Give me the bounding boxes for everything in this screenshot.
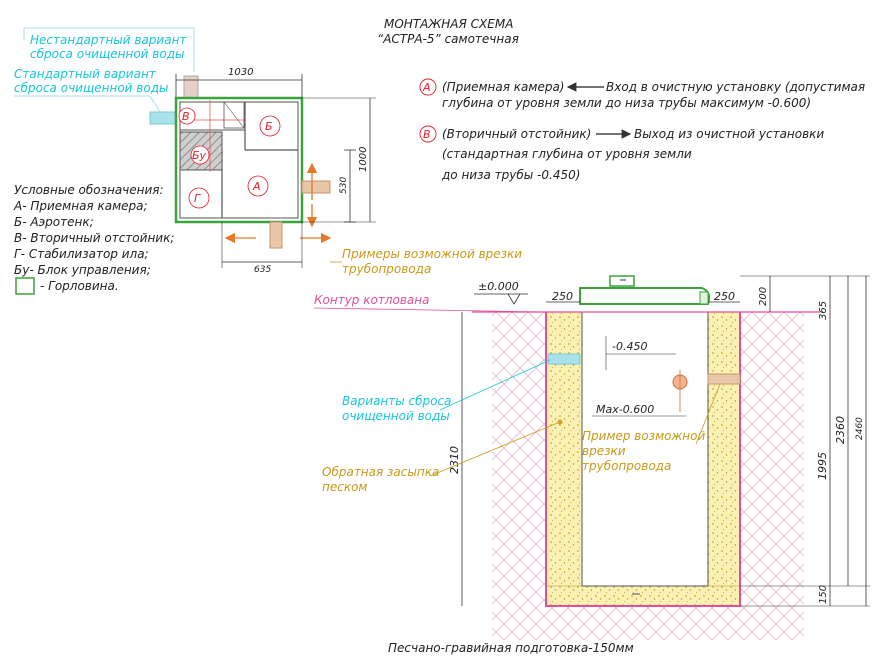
dim-2360: 2360 [834,416,847,444]
dim-2310: 2310 [448,446,461,474]
notes: А (Приемная камера) Вход в очистную уста… [419,78,865,182]
dim-250-right: 250 [714,290,735,303]
discharge-variants-label: Варианты сброса [342,394,451,408]
plan-chamber-a: А [252,180,261,193]
pipe-examples-label: Примеры возможной врезки [342,247,522,261]
section-view: ±0.000 250 250 Контур котлована 200 365 … [313,275,870,655]
legend-item-v: В- Вторичный отстойник; [14,231,174,245]
dim-635: 635 [254,265,271,275]
diagram-subtitle: “АСТРА-5” самотечная [377,32,519,46]
dim-2460: 2460 [855,417,865,440]
backfill-label: Обратная засыпка [322,465,439,479]
note-a-right: Вход в очистную установку (допустимая [606,80,865,94]
outlet-standard-label-2: сброса очищенной воды [14,81,168,95]
outlet-nonstandard-label: Нестандартный вариант [30,33,187,47]
note-v-left: (Вторичный отстойник) [442,127,591,141]
note-a-marker: А [422,81,431,94]
discharge-variants-label-2: очищенной воды [342,409,450,423]
legend-hatch-swatch [15,277,35,295]
legend: Условные обозначения: А- Приемная камера… [13,183,174,295]
legend-item-b: Б- Аэротенк; [14,215,94,229]
pipe-examples-label-2: трубопровода [342,262,431,276]
plan-chamber-g: Г [194,192,201,205]
backfill-label-2: песком [322,480,367,494]
note-a-line2: глубина от уровня земли до низа трубы ма… [442,96,811,110]
dim-1995: 1995 [816,452,829,480]
dim-530: 530 [339,177,349,194]
plan-chamber-v: В [182,110,190,123]
plan-chamber-b: Б [265,120,273,133]
note-v-line2: (стандартная глубина от уровня земли [442,147,692,161]
pipe-example-label-2: врезки [582,444,626,458]
legend-item-hatch: - Горловина. [40,279,119,293]
note-v-marker: В [423,128,431,141]
legend-item-bu: Бу- Блок управления; [14,263,151,277]
dim-200: 200 [758,287,769,306]
dim-width-1030: 1030 [228,67,253,78]
legend-item-g: Г- Стабилизатор ила; [14,247,149,261]
gravel-bed-label: Песчано-гравийная подготовка-150мм [388,641,634,655]
note-a-left: (Приемная камера) [442,80,564,94]
note-v-right: Выход из очистной установки [634,127,824,141]
level-zero: ±0.000 [478,280,519,293]
dim-150: 150 [818,585,829,604]
note-v-line3: до низа трубы -0.450) [441,168,580,182]
level-max-600: Max-0.600 [596,403,654,416]
contour-label: Контур котлована [314,293,429,307]
dim-250-left: 250 [552,290,573,303]
plan-view: Нестандартный вариант сброса очищенной в… [14,27,522,276]
dim-height-1000: 1000 [358,147,369,172]
outlet-nonstandard-label-2: сброса очищенной воды [30,47,184,61]
outlet-standard-label: Стандартный вариант [14,67,157,81]
plan-chamber-bu: Бу [192,149,207,162]
legend-item-a: А- Приемная камера; [13,199,148,213]
diagram-title: МОНТАЖНАЯ СХЕМА [384,17,513,31]
pipe-example-label: Пример возможной [582,429,705,443]
level-minus-450: -0.450 [612,340,647,353]
dim-365: 365 [818,301,829,320]
legend-title: Условные обозначения: [14,183,164,197]
pipe-example-label-3: трубопровода [582,459,671,473]
